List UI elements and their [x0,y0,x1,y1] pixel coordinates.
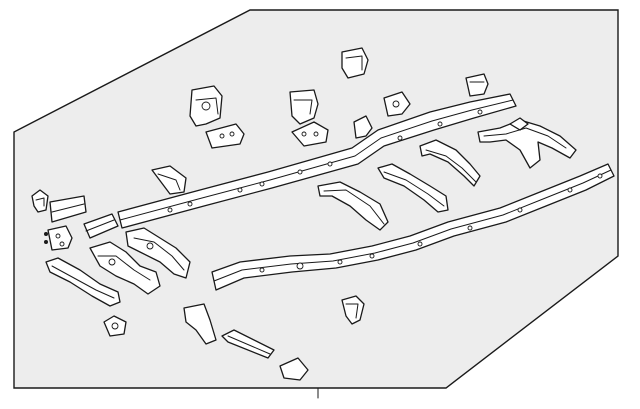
lower-crossbar [221,329,275,359]
left-frame-rail [117,93,517,229]
front-extension-lower [83,213,119,239]
rear-crossmember [477,117,577,169]
cab-mount-bracket-a [383,91,411,117]
lower-plate-b [279,357,309,381]
engine-mount-right-base [291,121,329,147]
small-bracket-b [44,225,73,251]
crossmember-3 [419,139,481,187]
lower-link-bracket [103,315,127,337]
cab-mount-bracket-c [465,73,489,97]
engine-mount-left-base [205,123,245,149]
top-bracket [341,47,369,79]
front-extension-upper [49,195,87,223]
crossmember-1 [317,181,389,231]
gusset-bracket [151,165,187,195]
suspension-bracket-left [89,241,161,295]
small-bracket-a [31,189,49,213]
stabilizer-bracket [341,295,365,325]
lower-plate-a [183,303,217,345]
crossmember-2 [377,163,449,213]
engine-mount-left [189,85,223,127]
front-side-member [45,257,121,307]
suspension-bracket-right [125,227,191,279]
right-frame-rail [211,163,615,291]
cab-mount-bracket-b [353,115,373,139]
engine-mount-right [289,89,319,125]
